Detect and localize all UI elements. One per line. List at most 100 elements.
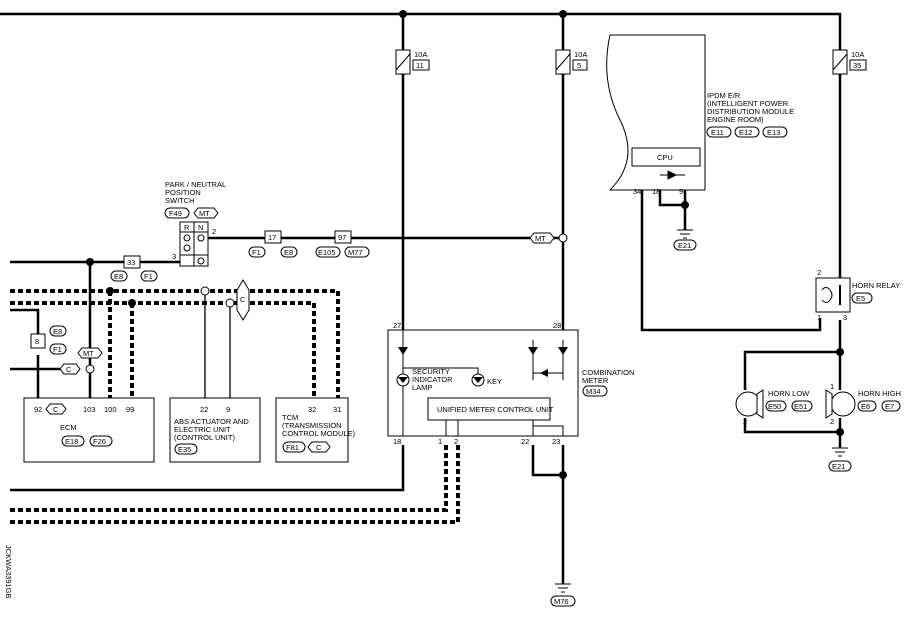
abs-title: ABS ACTUATOR AND ELECTRIC UNIT (CONTROL … bbox=[174, 417, 251, 442]
ipdm-cpu-label: CPU bbox=[657, 153, 673, 162]
tcm-c-tag: C bbox=[316, 443, 322, 452]
joint-f1-a: F1 bbox=[252, 248, 261, 257]
ecm-conn-f26: F26 bbox=[93, 437, 106, 446]
horn-high-conn-e7: E7 bbox=[885, 402, 894, 411]
can-signal-lines bbox=[204, 291, 231, 398]
diagram-side-code: JCKWA3391GB bbox=[4, 545, 13, 599]
tcm-conn: F81 bbox=[286, 443, 299, 452]
c-tag-vertical: C bbox=[240, 295, 246, 304]
horn-relay-pin-2: 2 bbox=[817, 268, 821, 277]
ipdm-ground-e21: E21 bbox=[678, 241, 691, 250]
horn-low-conn-e51: E51 bbox=[794, 402, 807, 411]
ecm-c-tag: C bbox=[53, 405, 59, 414]
park-switch-pin-2: 2 bbox=[212, 227, 216, 236]
meter-pin-22: 22 bbox=[521, 437, 529, 446]
key-indicator-label: KEY bbox=[487, 377, 502, 386]
ecm-pin-103: 103 bbox=[83, 405, 96, 414]
park-switch-conn: F49 bbox=[169, 209, 182, 218]
ipdm-conn-e11: E11 bbox=[711, 128, 724, 137]
ecm-pin-92: 92 bbox=[34, 405, 42, 414]
can-shield-lines bbox=[10, 289, 460, 524]
c-tag-left: C bbox=[66, 365, 72, 374]
joint-e8-a: E8 bbox=[284, 248, 293, 257]
park-switch-pin-3: 3 bbox=[172, 252, 176, 261]
ipdm-pin-34: 34 bbox=[633, 187, 641, 196]
horn-low: 1 2 HORN LOW E50 E51 bbox=[735, 382, 813, 426]
joint-e8-c: E8 bbox=[53, 327, 62, 336]
horn-low-title: HORN LOW bbox=[768, 389, 810, 398]
fuse-5: 10A 5 bbox=[555, 49, 588, 75]
tcm-pin-32: 32 bbox=[308, 405, 316, 414]
open-connection-circles bbox=[85, 233, 568, 374]
park-switch-mt-tag: MT bbox=[199, 209, 210, 218]
combination-meter: 27 28 SECURITY INDICATOR LAMP KEY UNIFIE… bbox=[387, 321, 636, 607]
joint-e8-b: E8 bbox=[114, 272, 123, 281]
abs-pin-9: 9 bbox=[226, 405, 230, 414]
park-switch-title: PARK / NEUTRAL POSITION SWITCH bbox=[165, 180, 228, 205]
park-switch-n: N bbox=[198, 223, 203, 232]
horn-low-conn-e50: E50 bbox=[768, 402, 781, 411]
security-indicator-label: SECURITY INDICATOR LAMP bbox=[412, 367, 455, 392]
abs-conn: E35 bbox=[178, 445, 191, 454]
joint-f1-c: F1 bbox=[53, 345, 62, 354]
meter-pin-1: 1 bbox=[438, 437, 442, 446]
park-neutral-switch: PARK / NEUTRAL POSITION SWITCH F49 MT R … bbox=[164, 180, 228, 267]
horn-relay: 2 1 3 HORN RELAY E5 bbox=[815, 268, 900, 322]
ipdm-pin-18: 18 bbox=[652, 187, 660, 196]
joint-97: 97 bbox=[338, 233, 346, 242]
ecm-title: ECM bbox=[60, 423, 77, 432]
fuse-11-amp: 10A bbox=[414, 50, 427, 59]
tcm-pin-31: 31 bbox=[333, 405, 341, 414]
joint-f1-b: F1 bbox=[144, 272, 153, 281]
horn-high-conn-e6: E6 bbox=[861, 402, 870, 411]
ecm-conn-e18: E18 bbox=[65, 437, 78, 446]
horn-high-pin-1: 1 bbox=[830, 382, 834, 391]
meter-ground-m76: M76 bbox=[554, 597, 569, 606]
joint-8: 8 bbox=[35, 337, 39, 346]
joint-33: 33 bbox=[127, 258, 135, 267]
ecm-module: 92 C 103 100 99 ECM E18 F26 bbox=[23, 397, 155, 463]
fuse-35-amp: 10A bbox=[851, 50, 864, 59]
horn-high: 1 2 HORN HIGH E6 E7 bbox=[825, 382, 901, 426]
ecm-pin-100: 100 bbox=[104, 405, 117, 414]
fuse-5-num: 5 bbox=[577, 61, 581, 70]
ipdm-conn-e12: E12 bbox=[739, 128, 752, 137]
meter-pin-18: 18 bbox=[393, 437, 401, 446]
horn-ground: E21 bbox=[828, 447, 852, 472]
horn-relay-conn: E5 bbox=[856, 294, 865, 303]
fuse-11-num: 11 bbox=[416, 61, 424, 70]
meter-pin-23: 23 bbox=[552, 437, 560, 446]
horn-relay-title: HORN RELAY bbox=[852, 281, 900, 290]
horn-relay-pin-3: 3 bbox=[843, 313, 847, 322]
joint-m77: M77 bbox=[348, 248, 363, 257]
tcm-module: 32 31 TCM (TRANSMISSION CONTROL MODULE) … bbox=[275, 397, 356, 463]
ecm-pin-99: 99 bbox=[126, 405, 134, 414]
fuse-5-amp: 10A bbox=[574, 50, 587, 59]
tcm-title: TCM (TRANSMISSION CONTROL MODULE) bbox=[282, 413, 356, 438]
ipdm-module: IPDM E/R (INTELLIGENT POWER DISTRIBUTION… bbox=[606, 34, 796, 251]
abs-module: 22 9 ABS ACTUATOR AND ELECTRIC UNIT (CON… bbox=[169, 397, 261, 463]
meter-pin-2: 2 bbox=[454, 437, 458, 446]
abs-pin-22: 22 bbox=[200, 405, 208, 414]
combination-meter-title: COMBINATION METER bbox=[582, 368, 636, 385]
fuse-11: 10A 11 bbox=[395, 49, 430, 75]
horn-ground-e21: E21 bbox=[832, 462, 845, 471]
fuse-35: 10A 35 bbox=[832, 49, 867, 75]
mt-tag-right: MT bbox=[535, 234, 546, 243]
ipdm-conn-e13: E13 bbox=[767, 128, 780, 137]
ipdm-pin-9: 9 bbox=[679, 187, 683, 196]
fuse-35-num: 35 bbox=[853, 61, 861, 70]
horn-relay-pin-1: 1 bbox=[817, 313, 821, 322]
joint-connectors: 17 F1 E8 97 E105 M77 MT 33 E8 F1 8 E8 F1… bbox=[30, 230, 555, 375]
meter-pin-28: 28 bbox=[553, 321, 561, 330]
horn-high-title: HORN HIGH bbox=[858, 389, 901, 398]
ipdm-title: IPDM E/R (INTELLIGENT POWER DISTRIBUTION… bbox=[707, 91, 796, 124]
combination-meter-conn: M34 bbox=[586, 387, 601, 396]
horn-high-pin-2: 2 bbox=[830, 417, 834, 426]
joint-17: 17 bbox=[268, 233, 276, 242]
mt-tag-left: MT bbox=[83, 349, 94, 358]
park-switch-r: R bbox=[184, 223, 190, 232]
junction-dots bbox=[86, 10, 844, 479]
